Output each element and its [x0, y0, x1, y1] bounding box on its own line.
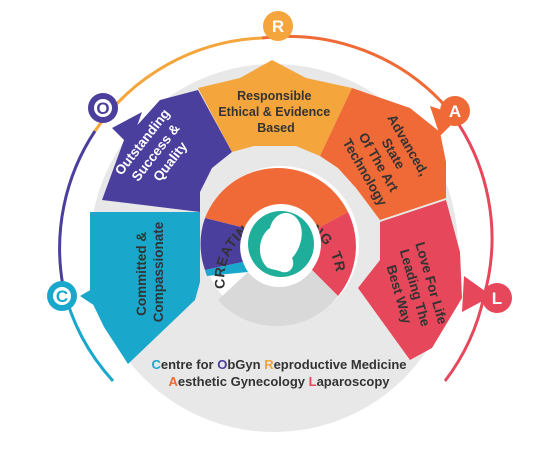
badge-o-letter: O [96, 99, 109, 118]
segment-c [80, 212, 200, 364]
segment-o [102, 90, 232, 212]
inner-arc-red [312, 212, 356, 296]
badge-a-letter: A [449, 102, 461, 121]
segments [80, 60, 492, 364]
bottom-text-span: L [309, 374, 317, 389]
bottom-text-span: esthetic Gynecology [178, 374, 309, 389]
bottom-text-line-2: Aesthetic Gynecology Laparoscopy [168, 374, 390, 389]
inner-arc-teal [205, 262, 248, 276]
inner-arc-bottom [218, 270, 338, 327]
bottom-text-line-1: Centre for ObGyn Reproductive Medicine [151, 357, 406, 372]
segment-a [320, 88, 460, 220]
badge-l-letter: L [492, 289, 502, 308]
badge-a: A [440, 96, 470, 126]
segment-r [198, 60, 352, 156]
segment-r-text: Responsible Ethical & Evidence Based [218, 89, 333, 135]
badge-o: O [88, 93, 118, 123]
badge-r: R [263, 11, 293, 41]
bottom-text-span: A [168, 374, 178, 389]
bottom-text-span: O [217, 357, 227, 372]
badge-c: C [47, 281, 77, 311]
segment-l [358, 200, 492, 360]
outer-arc-ra [261, 34, 450, 110]
bottom-text-span: entre for [161, 357, 217, 372]
badge-l: L [482, 283, 512, 313]
badge-r-letter: R [272, 17, 284, 36]
bottom-text-span: eproductive Medicine [274, 357, 407, 372]
inner-arc-purple [200, 218, 245, 270]
fetus-in-womb-icon [241, 204, 321, 284]
outer-arc-al [446, 108, 494, 297]
outer-arc-l [443, 295, 486, 382]
outer-arc-co [58, 130, 97, 287]
inner-arc-orange [205, 168, 348, 230]
bottom-text-span: aparoscopy [317, 374, 391, 389]
bottom-text-span: R [264, 357, 274, 372]
bottom-text-span: C [151, 357, 161, 372]
badge-c-letter: C [56, 287, 68, 306]
segment-c-text: Committed & Compassionate [134, 221, 166, 322]
bottom-text-span: bGyn [227, 357, 264, 372]
